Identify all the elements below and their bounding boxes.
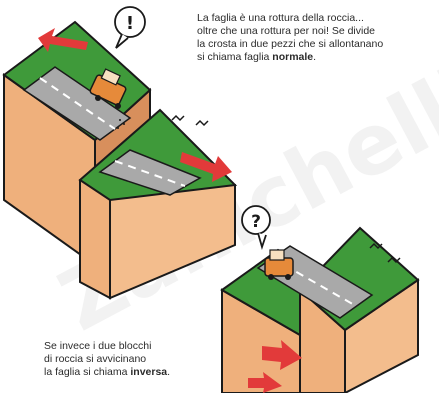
normal-road-lower — [98, 149, 202, 196]
reverse-fault-diagram: ? — [220, 205, 420, 393]
caption-line: la crosta in due pezzi che si allontanan… — [197, 38, 384, 50]
term-inversa: inversa — [130, 366, 168, 378]
normal-fault-diagram: ! — [2, 6, 238, 300]
caption-line: La faglia è una rottura della roccia... — [197, 12, 364, 24]
question-mark: ? — [251, 212, 261, 232]
caption-normal-fault: La faglia è una rottura della roccia... … — [197, 12, 383, 64]
exclaim-mark: ! — [126, 13, 134, 34]
caption-line: Se invece i due blocchi — [44, 340, 152, 352]
speech-bubble-exclaim: ! — [114, 6, 146, 49]
caption-line: oltre che una rottura per noi! Se divide — [197, 25, 376, 37]
caption-line: si chiama faglia normale. — [197, 51, 317, 63]
dust-dots — [117, 119, 125, 129]
arrow-right-icon — [248, 372, 282, 393]
arrow-left-icon — [38, 28, 88, 52]
term-normale: normale — [272, 51, 314, 63]
birds-icon — [171, 114, 209, 127]
arrow-right-icon — [262, 340, 302, 370]
car-icon — [264, 249, 294, 280]
birds-icon — [369, 242, 401, 264]
caption-line: di roccia si avvicinano — [44, 353, 147, 365]
caption-line: la faglia si chiama inversa. — [44, 366, 171, 378]
speech-bubble-question: ? — [241, 205, 271, 251]
arrow-right-icon — [180, 152, 232, 182]
car-icon — [89, 68, 127, 109]
caption-reverse-fault: Se invece i due blocchi di roccia si avv… — [44, 340, 170, 379]
